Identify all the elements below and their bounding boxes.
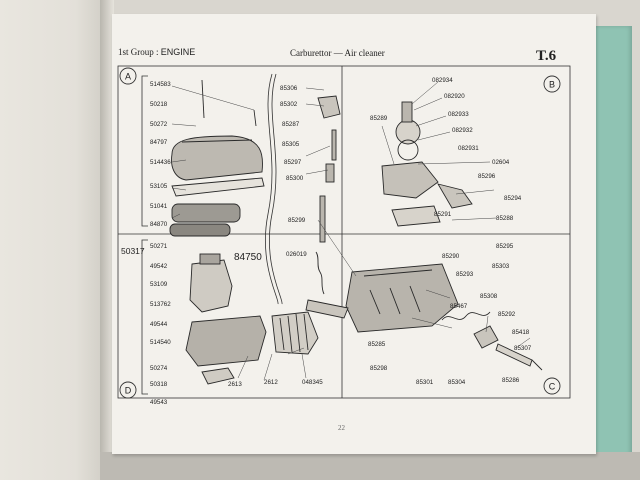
svg-text:85292: 85292 — [498, 311, 516, 318]
svg-text:2612: 2612 — [264, 379, 278, 386]
quadrant-c: C — [549, 382, 556, 392]
svg-text:85305: 85305 — [282, 141, 300, 148]
svg-text:85296: 85296 — [478, 173, 496, 180]
part-drawings — [169, 79, 543, 385]
leader-lines — [171, 81, 531, 381]
catalogue-page: 1st Group : ENGINE Carburettor — Air cle… — [112, 14, 596, 454]
brace-a — [141, 75, 148, 227]
group-label: 1st Group : ENGINE — [118, 47, 196, 57]
exploded-diagram: A B C D — [117, 65, 571, 406]
svg-text:85295: 85295 — [496, 243, 514, 250]
svg-text:85293: 85293 — [456, 271, 474, 278]
air-cleaner-gasket — [171, 177, 265, 197]
svg-text:85288: 85288 — [496, 215, 514, 222]
quadrant-a: A — [125, 72, 131, 82]
page-number: 22 — [338, 424, 345, 432]
table-surface — [100, 452, 640, 480]
svg-text:082932: 082932 — [452, 127, 473, 134]
svg-text:85291: 85291 — [434, 211, 452, 218]
svg-text:85299: 85299 — [288, 217, 306, 224]
svg-text:514540: 514540 — [150, 339, 171, 346]
brace-d — [141, 239, 148, 395]
svg-text:514436: 514436 — [150, 159, 171, 166]
svg-text:082920: 082920 — [444, 93, 465, 100]
svg-text:85294: 85294 — [504, 195, 522, 202]
quadrant-d: D — [125, 386, 132, 396]
svg-text:85307: 85307 — [514, 345, 532, 352]
svg-text:082934: 082934 — [432, 77, 453, 84]
svg-text:85285: 85285 — [368, 341, 386, 348]
labels-b-other: 85289 85296 85294 85288 85291 85295 8529… — [370, 115, 522, 278]
svg-text:513762: 513762 — [150, 301, 171, 308]
float-chamber — [381, 161, 439, 199]
svg-text:85287: 85287 — [282, 121, 300, 128]
svg-text:514583: 514583 — [150, 81, 171, 88]
carb-main-body — [345, 263, 459, 333]
svg-text:53109: 53109 — [150, 281, 168, 288]
svg-text:84870: 84870 — [150, 221, 168, 228]
svg-text:49543: 49543 — [150, 399, 168, 406]
carburettor-body — [189, 259, 233, 313]
svg-text:51041: 51041 — [150, 203, 168, 210]
svg-text:85308: 85308 — [480, 293, 498, 300]
svg-text:85418: 85418 — [512, 329, 530, 336]
svg-text:49544: 49544 — [150, 321, 168, 328]
labels-d-left: 50271 49542 53109 513762 49544 514540 50… — [150, 243, 171, 406]
labels-a-mid: 85306 85302 85287 85305 85297 85300 — [280, 85, 304, 182]
svg-text:082933: 082933 — [448, 111, 469, 118]
svg-text:84797: 84797 — [150, 139, 168, 146]
intake-hose — [271, 311, 319, 355]
svg-text:85286: 85286 — [502, 377, 520, 384]
svg-text:50274: 50274 — [150, 365, 168, 372]
svg-text:53105: 53105 — [150, 183, 168, 190]
spring — [441, 311, 491, 321]
svg-text:048345: 048345 — [302, 379, 323, 386]
svg-text:85300: 85300 — [286, 175, 304, 182]
svg-text:85304: 85304 — [448, 379, 466, 386]
labels-c: 85308 85467 85292 85418 85307 85286 8528… — [368, 293, 532, 386]
svg-text:85303: 85303 — [492, 263, 510, 270]
svg-text:49542: 49542 — [150, 263, 168, 270]
labels-b-top: 082934 082920 082933 082932 082931 02604 — [432, 77, 510, 166]
svg-text:85289: 85289 — [370, 115, 388, 122]
svg-text:50218: 50218 — [150, 101, 168, 108]
svg-text:2613: 2613 — [228, 381, 242, 388]
center-ref-label: 84750 — [234, 252, 262, 263]
plate-number: T.6 — [536, 48, 557, 64]
curve-divider-a2 — [264, 73, 279, 305]
labels-d-bottom: 2613 2612 048345 — [228, 379, 323, 388]
labels-a-left: 514583 50218 50272 84797 514436 53105 51… — [150, 81, 171, 228]
svg-text:85290: 85290 — [442, 253, 460, 260]
svg-text:85306: 85306 — [280, 85, 298, 92]
air-cleaner-lid — [171, 135, 263, 181]
svg-text:02604: 02604 — [492, 159, 510, 166]
svg-text:85302: 85302 — [280, 101, 298, 108]
left-page — [0, 0, 108, 480]
svg-text:85467: 85467 — [450, 303, 468, 310]
book-spine — [100, 0, 114, 480]
labels-center: 85299 026019 — [286, 217, 307, 258]
svg-text:026019: 026019 — [286, 251, 307, 258]
svg-text:50271: 50271 — [150, 243, 168, 250]
svg-text:85301: 85301 — [416, 379, 434, 386]
svg-text:85297: 85297 — [284, 159, 302, 166]
svg-text:85298: 85298 — [370, 365, 388, 372]
filter-element — [171, 203, 241, 223]
diagram-frame — [117, 65, 571, 399]
svg-text:082931: 082931 — [458, 145, 479, 152]
svg-text:50272: 50272 — [150, 121, 168, 128]
svg-text:50318: 50318 — [150, 381, 168, 388]
curve-divider-a — [268, 73, 283, 305]
quadrant-markers: A B C D — [119, 67, 561, 399]
quadrant-b: B — [549, 80, 555, 90]
air-intake-box — [185, 315, 267, 367]
page-subtitle: Carburettor — Air cleaner — [290, 48, 385, 58]
group-ref-label: 50317 — [121, 246, 145, 256]
